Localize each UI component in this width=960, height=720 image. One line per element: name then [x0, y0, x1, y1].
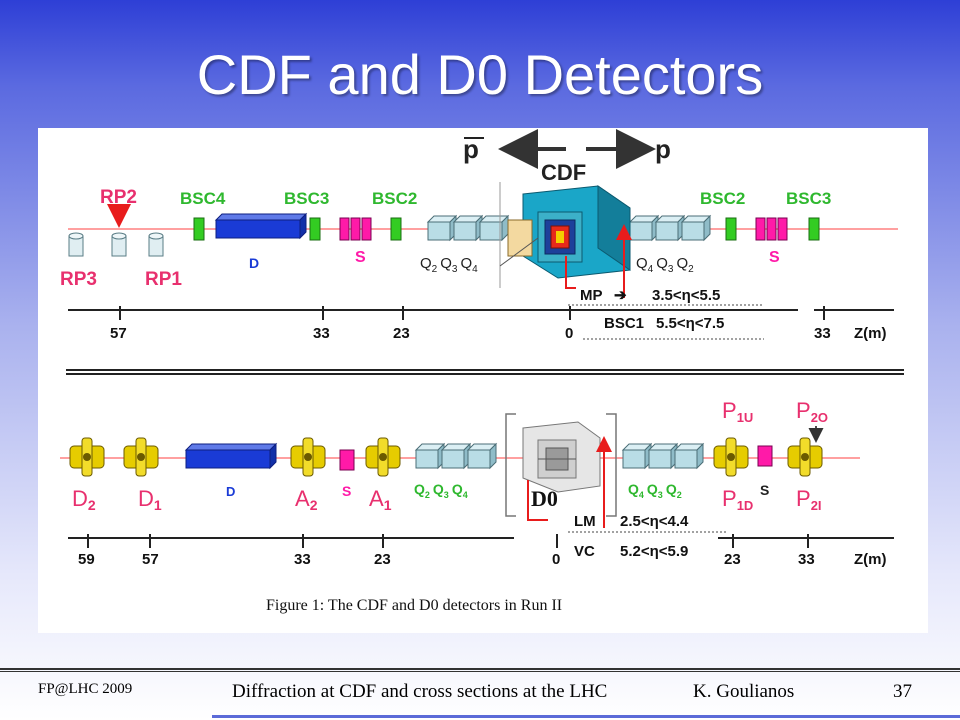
cdf-pbar-label: p: [463, 134, 479, 164]
d0-station-d1: [123, 437, 159, 477]
d0-d2-label: D2: [72, 486, 96, 513]
cdf-bsc2-right-counter: [725, 217, 737, 241]
cdf-tick-label-33-right: 33: [814, 325, 831, 342]
d0-station-a1: [365, 437, 401, 477]
d0-lm-range: 2.5<η<4.4: [620, 513, 689, 530]
cdf-bsc3-left-label: BSC3: [284, 189, 329, 208]
cdf-bsc2-right-label: BSC2: [700, 189, 745, 208]
d0-a2-label: A2: [295, 486, 318, 513]
d0-sep-left: [339, 449, 355, 471]
footer-rule-top: [0, 668, 960, 670]
cdf-bsc1-range: 5.5<η<7.5: [656, 315, 724, 332]
cdf-s-right-label: S: [769, 249, 780, 266]
d0-tick-label-59: 59: [78, 551, 95, 568]
cdf-bsc4-label: BSC4: [180, 189, 226, 208]
d0-tick-label-0: 0: [552, 551, 560, 568]
footer-author: K. Goulianos: [693, 681, 795, 702]
d0-s-right-label: S: [760, 482, 769, 498]
cdf-quads-right: [628, 214, 712, 242]
d0-p2o-label: P2O: [796, 398, 828, 425]
cdf-rp1-label: RP1: [145, 269, 182, 290]
d0-quads-right: [621, 442, 705, 470]
d0-central-detector: [505, 413, 617, 517]
cdf-quads-left: [426, 214, 510, 242]
d0-a1-label: A1: [369, 486, 392, 513]
footer-rule-bottom: [0, 671, 960, 672]
d0-d-label: D: [226, 484, 235, 499]
cdf-section: p p CDF RP2 RP3 RP1 BSC4 BSC3 BSC2 BSC2 …: [60, 129, 898, 342]
footer-page-number: 37: [893, 681, 912, 702]
cdf-dipole-d: [214, 212, 308, 240]
cdf-sep-right-1: [755, 217, 766, 241]
d0-tick-label-57: 57: [142, 551, 159, 568]
d0-dipole-d: [184, 442, 278, 470]
cdf-bsc2-left-counter: [390, 217, 402, 241]
d0-quads-left: [414, 442, 498, 470]
cdf-tick-label-57: 57: [110, 325, 127, 342]
cdf-sep-right-2: [766, 217, 777, 241]
lm-bracket: [527, 480, 548, 521]
d0-tick-label-23: 23: [374, 551, 391, 568]
detector-diagram-svg: p p CDF RP2 RP3 RP1 BSC4 BSC3 BSC2 BSC2 …: [60, 129, 904, 614]
cdf-d-label: D: [249, 255, 259, 271]
cdf-sep-right-3: [777, 217, 788, 241]
d0-station-p1: [713, 437, 749, 477]
cdf-tick-label-33: 33: [313, 325, 330, 342]
cdf-mp-arrow-glyph: ➔: [614, 287, 627, 304]
cdf-mp-label: MP: [580, 287, 603, 304]
cdf-sep-left-1: [339, 217, 350, 241]
cdf-mp-range: 3.5<η<5.5: [652, 287, 720, 304]
d0-axis-unit: Z(m): [854, 551, 887, 568]
d0-vc-range: 5.2<η<5.9: [620, 543, 688, 560]
d0-s-left-label: S: [342, 483, 351, 499]
d0-station-d2: [69, 437, 105, 477]
mp-bracket: [565, 256, 576, 289]
cdf-bsc3-left-counter: [309, 217, 321, 241]
cdf-bsc2-left-label: BSC2: [372, 189, 417, 208]
slide-title: CDF and D0 Detectors: [196, 43, 764, 106]
cdf-label: CDF: [541, 160, 586, 185]
d0-label: D0: [531, 486, 558, 511]
d0-lm-label: LM: [574, 513, 596, 530]
d0-tick-label-33: 33: [294, 551, 311, 568]
footer-talk-title: Diffraction at CDF and cross sections at…: [232, 681, 608, 702]
cdf-bsc3-right-label: BSC3: [786, 189, 831, 208]
cdf-roman-pot-rp1: [148, 232, 164, 257]
figure-caption: Figure 1: The CDF and D0 detectors in Ru…: [266, 597, 562, 614]
cdf-roman-pot-rp2: [111, 232, 127, 257]
footer-accent-bar: [212, 715, 960, 718]
cdf-central-detector: [499, 182, 631, 288]
d0-p1u-label: P1U: [722, 398, 753, 425]
cdf-bsc1-label: BSC1: [604, 315, 644, 332]
d0-vc-label: VC: [574, 543, 595, 560]
d0-station-a2: [290, 437, 326, 477]
cdf-roman-pot-rp3: [68, 232, 84, 257]
cdf-sep-left-3: [361, 217, 372, 241]
cdf-bsc3-right-counter: [808, 217, 820, 241]
cdf-bsc4-counter: [193, 217, 205, 241]
cdf-rp2-label: RP2: [100, 187, 137, 208]
detector-figure: p p CDF RP2 RP3 RP1 BSC4 BSC3 BSC2 BSC2 …: [38, 128, 928, 633]
cdf-s-left-label: S: [355, 249, 366, 266]
cdf-sep-left-2: [350, 217, 361, 241]
cdf-tick-label-23: 23: [393, 325, 410, 342]
cdf-tick-label-0: 0: [565, 325, 573, 342]
d0-station-p2: [787, 437, 823, 477]
cdf-rp3-label: RP3: [60, 269, 97, 290]
d0-p2i-label: P2I: [796, 486, 822, 513]
d0-tick-label-33-right: 33: [798, 551, 815, 568]
d0-p1d-label: P1D: [722, 486, 753, 513]
footer-event: FP@LHC 2009: [38, 681, 133, 697]
d0-d1-label: D1: [138, 486, 162, 513]
d0-tick-label-23-right: 23: [724, 551, 741, 568]
cdf-axis-unit: Z(m): [854, 325, 887, 342]
d0-sep-right: [757, 445, 773, 467]
cdf-p-label: p: [655, 134, 671, 164]
